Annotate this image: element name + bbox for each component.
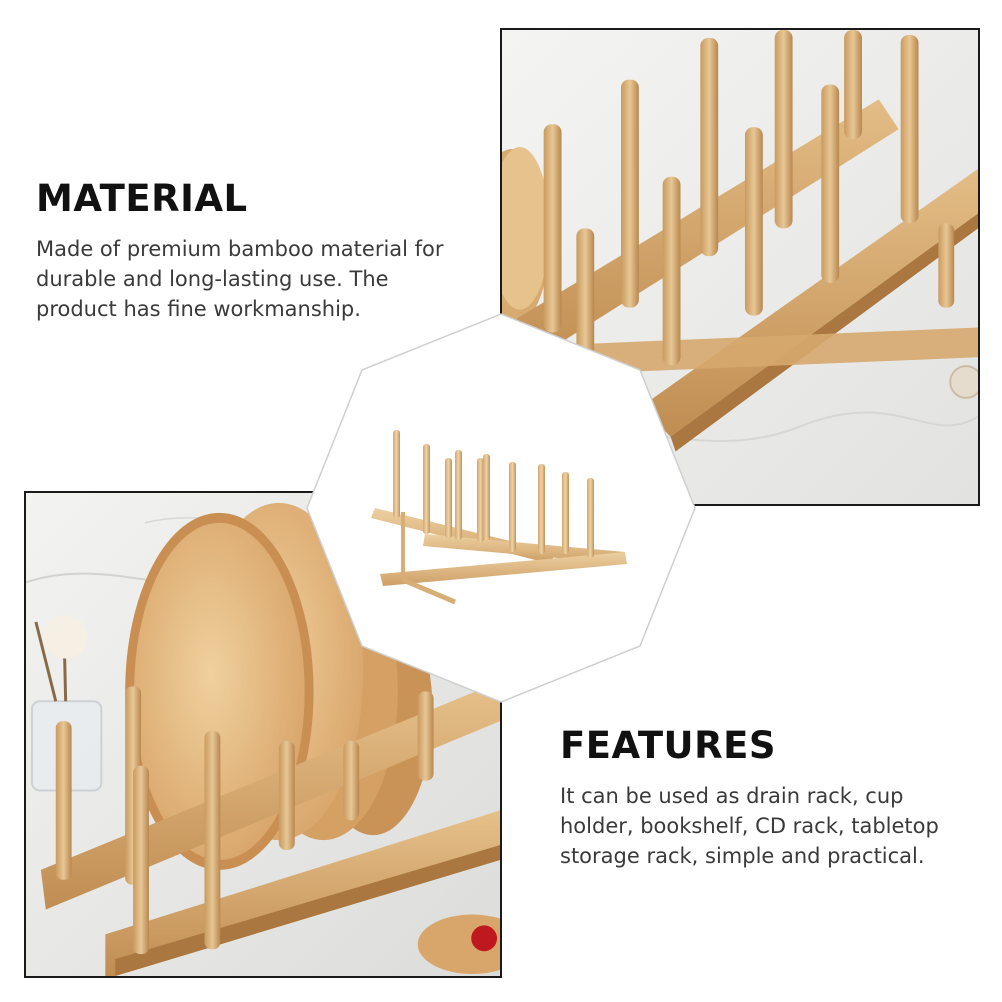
features-description: It can be used as drain rack, cup holder… [560, 784, 939, 868]
product-octagon-badge [305, 312, 697, 704]
product-on-white-illustration [306, 313, 696, 703]
material-section: MATERIAL Made of premium bamboo material… [36, 176, 466, 324]
features-heading: FEATURES [560, 724, 777, 767]
features-section: FEATURES It can be used as drain rack, c… [560, 723, 980, 871]
material-heading: MATERIAL [36, 177, 248, 220]
material-description: Made of premium bamboo material for dura… [36, 237, 444, 321]
